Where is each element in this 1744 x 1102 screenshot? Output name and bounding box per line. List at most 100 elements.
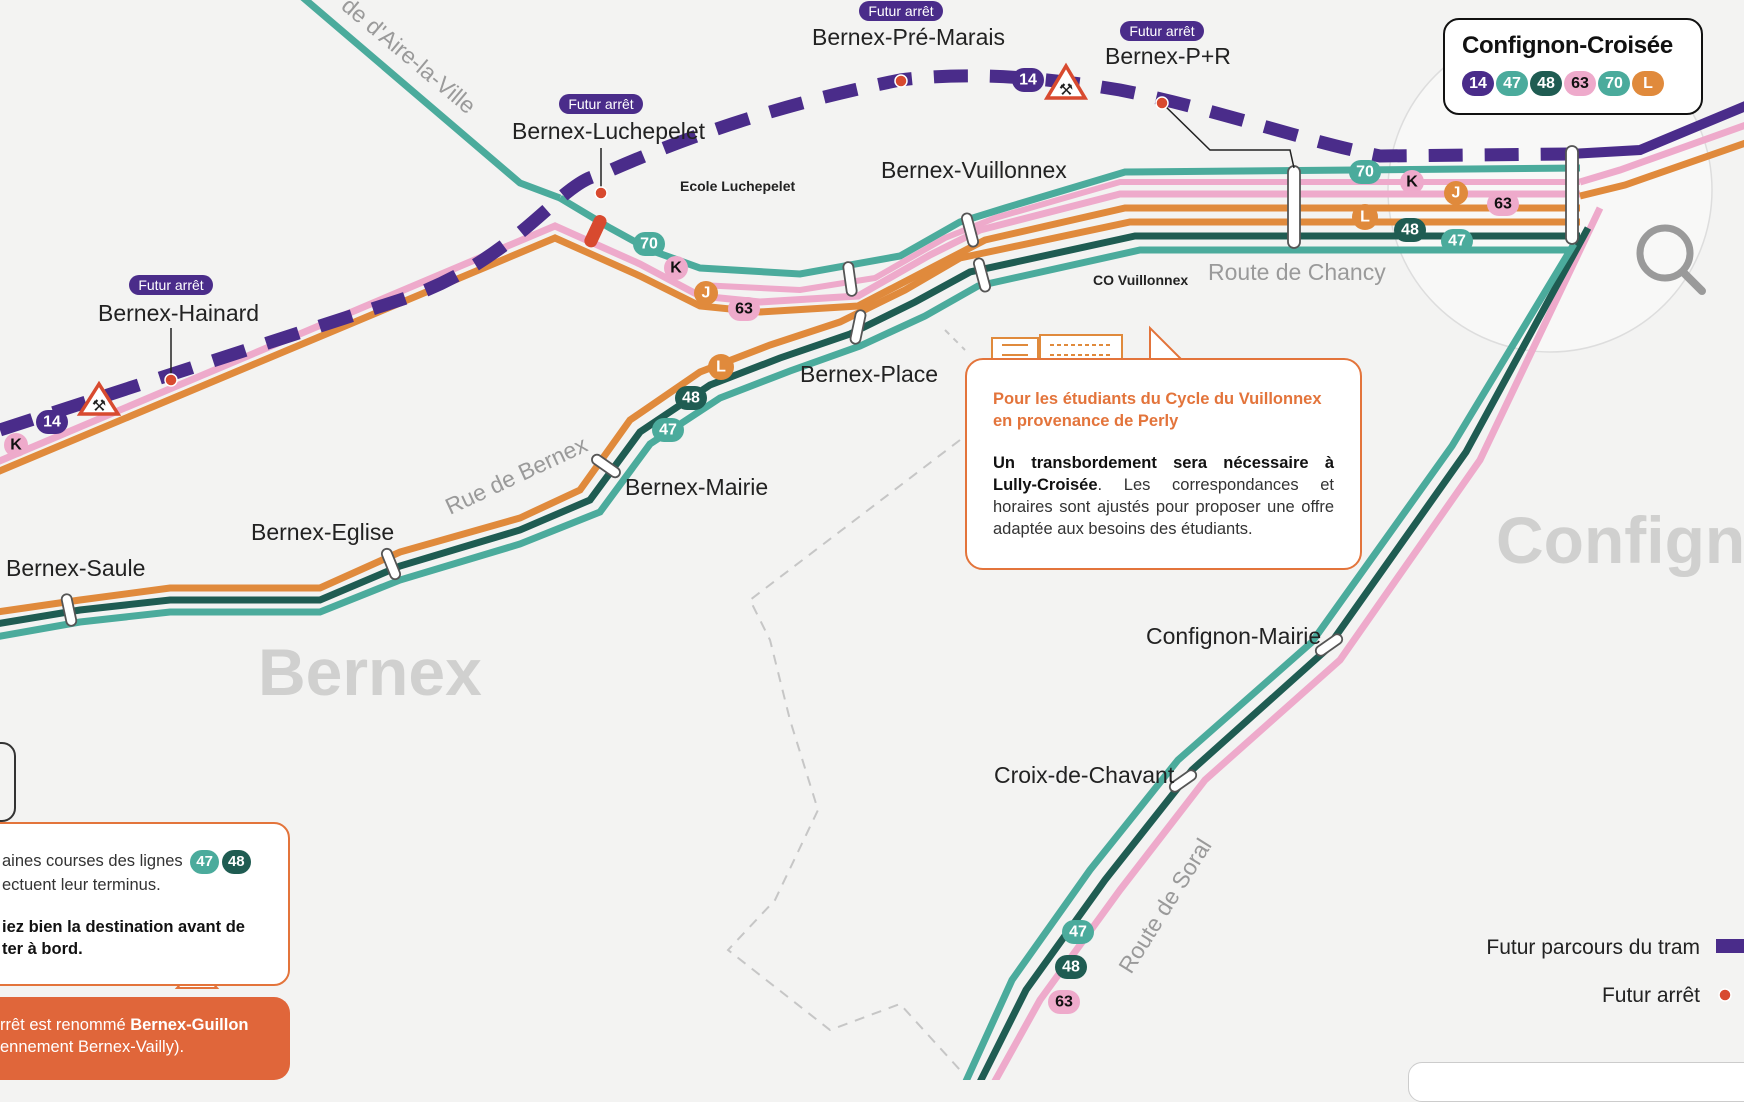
svg-text:L: L (716, 359, 726, 376)
svg-text:63: 63 (1494, 196, 1512, 213)
svg-text:63: 63 (1055, 994, 1073, 1011)
walking-path (726, 439, 961, 1071)
future-stop-tag-hainard: Futur arrêt (129, 275, 213, 295)
future-stop-tag-p-r: Futur arrêt (1120, 21, 1204, 41)
stop-marker-place-2 (842, 261, 858, 297)
route-badge-48: 48 (1394, 218, 1426, 242)
line-K (699, 179, 1580, 294)
legend-tram-label: Futur parcours du tram (1486, 936, 1700, 959)
route-badge-63: 63 (1048, 990, 1080, 1014)
future-stop-tag-luchepelet: Futur arrêt (559, 94, 643, 114)
line-48 (0, 232, 1580, 627)
future-stop-marker-luchepelet (584, 215, 607, 248)
station-line-badge-47: 47 (1496, 71, 1528, 96)
future-stop-dots (164, 74, 1169, 387)
left-info-box (0, 742, 16, 822)
route-badge-48: 48 (675, 386, 707, 410)
route-badge-47: 47 (1062, 920, 1094, 944)
svg-text:K: K (10, 437, 22, 454)
svg-text:K: K (1406, 174, 1418, 191)
legend-stop-label: Futur arrêt (1602, 984, 1700, 1007)
stop-marker-confignon-croisee (1565, 145, 1579, 245)
station-line-badge-70: 70 (1598, 71, 1630, 96)
future-stop-tag-pre-marais: Futur arrêt (859, 1, 943, 21)
future-stop-label-hainard: Bernex-Hainard (98, 300, 259, 326)
route-badge-L: L (708, 354, 734, 380)
route-badge-L: L (1352, 204, 1378, 230)
route-badge-70: 70 (633, 232, 665, 256)
line-orange-west (0, 204, 1580, 475)
svg-text:48: 48 (682, 390, 700, 407)
stop-label-mairie: Bernex-Mairie (625, 474, 768, 500)
route-badge-70: 70 (1349, 160, 1381, 184)
svg-text:Futur arrêt: Futur arrêt (1129, 23, 1194, 39)
area-label-bernex: Bernex (258, 635, 482, 709)
line-47 (0, 246, 1580, 640)
stop-marker-place (849, 309, 867, 345)
svg-text:Futur arrêt: Futur arrêt (868, 3, 933, 19)
legend-tram-swatch (1716, 939, 1744, 953)
callout-pointer-line (944, 329, 966, 351)
stop-marker-eglise (380, 547, 402, 581)
station-line-badge-14: 14 (1462, 71, 1494, 96)
line-south-47 (962, 242, 1577, 1080)
route-badge-63: 63 (728, 297, 760, 321)
line-pill-48: 48 (221, 850, 251, 874)
svg-text:48: 48 (1062, 959, 1080, 976)
poi-ecole-luchepelet: Ecole Luchepelet (680, 178, 795, 194)
student-card-body: Un transbordement sera nécessaire à Lull… (993, 452, 1334, 540)
station-line-badge-63: 63 (1564, 71, 1596, 96)
student-card-text: . Les correspondances et horaires sont a… (993, 476, 1334, 538)
magnifier-icon[interactable] (1636, 224, 1706, 295)
legend-stop-dot (1718, 988, 1732, 1002)
tram-14-route (0, 69, 1571, 437)
line-70-north (300, 0, 562, 202)
future-stop-label-pre-marais: Bernex-Pré-Marais (812, 24, 1005, 50)
poi-co-vuillonnex: CO Vuillonnex (1093, 272, 1188, 288)
stop-label-place: Bernex-Place (800, 361, 938, 387)
station-line-badge-L: L (1632, 71, 1664, 96)
student-info-card: Pour les étudiants du Cycle du Vuillonne… (965, 358, 1362, 570)
stop-label-eglise: Bernex-Eglise (251, 519, 394, 545)
future-stop-label-luchepelet: Bernex-Luchepelet (512, 118, 706, 144)
line-east-pink (1578, 121, 1744, 186)
svg-text:70: 70 (640, 236, 658, 253)
callout-tail (1149, 325, 1185, 361)
route-badge-K: K (4, 433, 28, 457)
svg-text:J: J (702, 285, 711, 302)
stop-markers (60, 145, 1579, 793)
bottom-box (1408, 1062, 1744, 1102)
future-stop-label-p-r: Bernex-P+R (1105, 43, 1231, 69)
area-label-confignon: Confignon (1496, 503, 1744, 577)
line-south-pink (991, 206, 1604, 1080)
street-route-de-chancy: Route de Chancy (1208, 259, 1386, 285)
svg-text:K: K (670, 260, 682, 277)
route-badge-47: 47 (1441, 229, 1473, 253)
stop-marker-vuillonnex-2 (972, 257, 992, 293)
stop-label-vuillonnex: Bernex-Vuillonnex (881, 157, 1067, 183)
stop-marker-croix-de-chavant (1168, 769, 1198, 793)
route-badge-J: J (694, 281, 718, 305)
student-card-title: Pour les étudiants du Cycle du Vuillonne… (993, 390, 1322, 430)
svg-text:70: 70 (1356, 164, 1374, 181)
line-east-orange (1579, 139, 1744, 200)
route-badge-47: 47 (652, 418, 684, 442)
stop-marker-confignon-mairie (1314, 633, 1344, 657)
street-aire-la-ville: de d'Aire-la-Ville (337, 0, 481, 119)
stop-marker-vuillonnex (960, 212, 980, 248)
stop-label-croix-de-chavant: Croix-de-Chavant (994, 762, 1175, 788)
stop-marker-chancy (1287, 165, 1301, 249)
svg-text:47: 47 (1069, 924, 1087, 941)
line-east-tram (1569, 101, 1744, 159)
route-badge-K: K (1400, 170, 1424, 194)
svg-text:Futur arrêt: Futur arrêt (568, 96, 633, 112)
route-badge-14: 14 (1012, 68, 1044, 92)
svg-text:L: L (1360, 209, 1370, 226)
route-badge-14: 14 (36, 410, 68, 434)
route-badge-J: J (1444, 181, 1468, 205)
